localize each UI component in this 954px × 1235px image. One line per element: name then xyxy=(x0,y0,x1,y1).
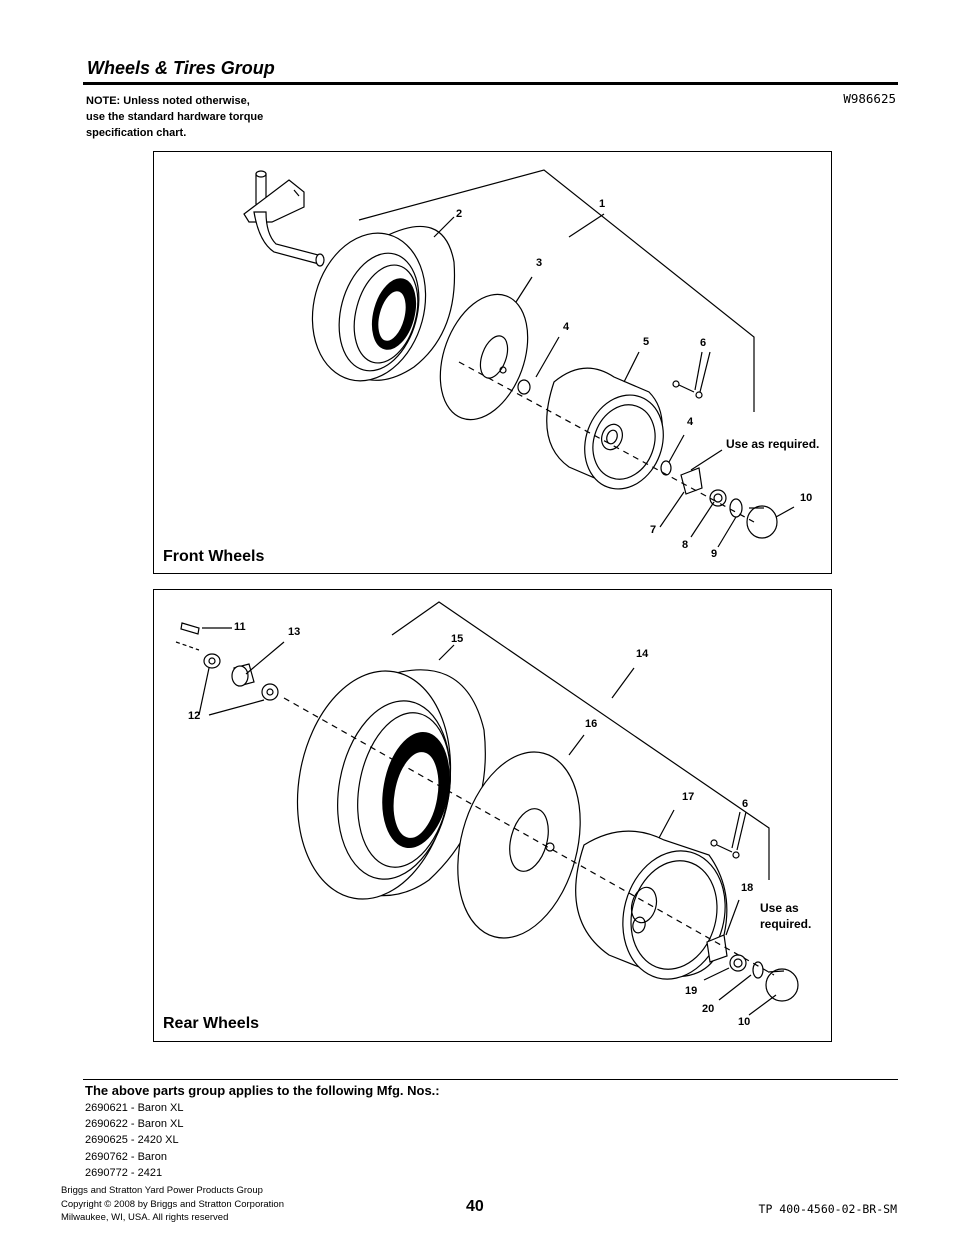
callout-15: 15 xyxy=(451,633,464,645)
valve-stem-drawing xyxy=(672,380,703,399)
front-wheels-title: Front Wheels xyxy=(163,548,265,565)
document-number: TP 400-4560-02-BR-SM xyxy=(758,1202,897,1216)
mfg-number-item: 2690621 - Baron XL xyxy=(85,1102,184,1114)
use-as-required-line: Use as xyxy=(760,901,799,915)
callout-6: 6 xyxy=(700,337,707,349)
company-info: Briggs and Stratton Yard Power Products … xyxy=(61,1184,284,1225)
bushing-drawing xyxy=(660,460,672,476)
hub-cap-drawing xyxy=(765,968,799,1002)
company-line: Briggs and Stratton Yard Power Products … xyxy=(61,1185,263,1196)
company-line: Milwaukee, WI, USA. All rights reserved xyxy=(61,1212,229,1223)
callout-4: 4 xyxy=(563,321,570,333)
axle-hardware-drawing xyxy=(175,622,279,701)
use-as-required-note: Use as required. xyxy=(760,900,811,932)
spacer-drawing xyxy=(706,934,728,963)
callout-18: 18 xyxy=(741,882,754,894)
spindle-drawing xyxy=(243,170,325,267)
front-wheel-exploded-diagram xyxy=(243,169,795,548)
mfg-number-item: 2690622 - Baron XL xyxy=(85,1118,184,1131)
washer-drawing xyxy=(729,954,747,972)
footer-rule xyxy=(83,1079,898,1080)
callout-2: 2 xyxy=(456,208,463,220)
callout-5: 5 xyxy=(643,336,650,348)
callout-11: 11 xyxy=(234,621,246,633)
front-tire-drawing xyxy=(311,225,456,382)
callout-10: 10 xyxy=(800,492,813,504)
mfg-number-item: 2690625 - 2420 XL xyxy=(85,1134,179,1147)
rear-tube-drawing xyxy=(457,751,581,939)
callout-1: 1 xyxy=(599,198,606,210)
note-line: NOTE: Unless noted otherwise, xyxy=(86,95,250,107)
assembly-bracket-line xyxy=(358,169,755,412)
callout-12: 12 xyxy=(188,710,201,722)
header-rule xyxy=(83,82,898,85)
bushing-drawing xyxy=(517,379,531,395)
page-number: 40 xyxy=(466,1198,484,1215)
assembly-axis-line xyxy=(458,361,755,523)
front-wheels-panel: 1 2 3 4 5 6 4 7 8 9 10 Use as required. … xyxy=(153,151,832,574)
mfg-number-item: 2690772 - 2421 xyxy=(85,1166,163,1179)
hub-cap-drawing xyxy=(746,505,778,539)
drawing-id: W986625 xyxy=(843,91,896,106)
callout-7: 7 xyxy=(650,524,657,536)
retaining-ring-drawing xyxy=(752,961,764,979)
valve-stem-drawing xyxy=(710,839,740,859)
spacer-drawing xyxy=(680,467,703,495)
use-as-required-note: Use as required. xyxy=(726,437,820,451)
rear-tire-drawing xyxy=(296,669,486,900)
page-title: Wheels & Tires Group xyxy=(87,58,275,78)
front-rim-drawing xyxy=(546,367,664,490)
callout-16: 16 xyxy=(585,718,598,730)
mfg-number-item: 2690762 - Baron xyxy=(85,1150,167,1163)
note-line: specification chart. xyxy=(86,127,187,139)
rear-wheels-title: Rear Wheels xyxy=(163,1015,260,1032)
note-line: use the standard hardware torque xyxy=(86,111,264,123)
use-as-required-line: required. xyxy=(760,917,812,931)
callout-10: 10 xyxy=(738,1016,751,1028)
callout-20: 20 xyxy=(702,1003,715,1015)
front-tube-drawing xyxy=(439,293,529,421)
callout-17: 17 xyxy=(682,791,695,803)
mfg-number-list: 2690621 - Baron XL 2690622 - Baron XL 26… xyxy=(85,1100,183,1181)
callout-8: 8 xyxy=(682,539,689,551)
callout-14: 14 xyxy=(636,648,649,660)
rear-wheel-exploded-diagram xyxy=(175,601,799,1016)
callout-4b: 4 xyxy=(687,416,694,428)
company-line: Copyright © 2008 by Briggs and Stratton … xyxy=(61,1198,284,1210)
callout-3: 3 xyxy=(536,257,543,269)
callout-6: 6 xyxy=(742,798,749,810)
rear-rim-drawing xyxy=(575,830,728,980)
callout-13: 13 xyxy=(288,626,301,638)
applies-heading: The above parts group applies to the fol… xyxy=(85,1083,440,1098)
assembly-bracket-line xyxy=(391,601,770,880)
callout-9: 9 xyxy=(711,548,718,560)
rear-wheels-panel: 11 13 15 14 12 16 17 6 18 19 20 10 Use a… xyxy=(153,589,832,1042)
assembly-axis-line xyxy=(283,697,775,976)
callout-19: 19 xyxy=(685,985,698,997)
torque-note: NOTE: Unless noted otherwise, use the st… xyxy=(86,93,326,141)
